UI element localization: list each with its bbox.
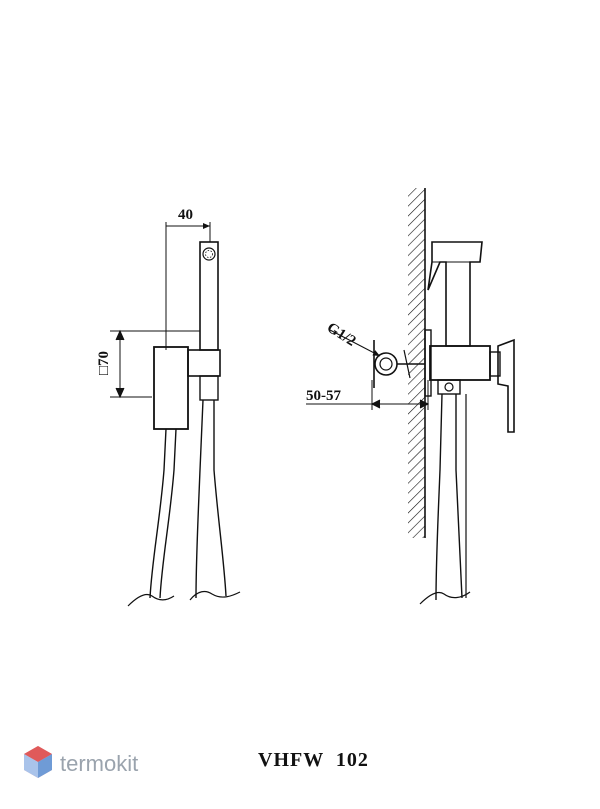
valve-body-side [429,345,491,381]
inlet-fitting [374,352,398,376]
spray-face-icon [202,247,216,261]
height-label: □70 [96,351,112,375]
front-view: 40 □70 [96,207,241,607]
thread-label: G1/2 [324,320,359,350]
width-dimension [165,222,211,350]
depth-label: 50-57 [306,388,341,404]
thread-leader [329,329,381,357]
valve-body-front [153,346,189,430]
hose-connector [437,379,461,395]
depth-dimension [306,380,430,410]
holder-front [187,349,221,377]
height-dimension [110,329,200,399]
model-label: VHFW 102 [258,749,369,771]
width-label: 40 [178,207,193,223]
shower-head-side [427,241,483,347]
watermark-brand: termokit [60,751,138,776]
side-view [306,188,515,605]
wall-hatching [408,188,425,538]
hexagon-cube-icon [24,746,52,778]
shower-head-front [199,241,219,351]
lever-handle [497,338,515,433]
